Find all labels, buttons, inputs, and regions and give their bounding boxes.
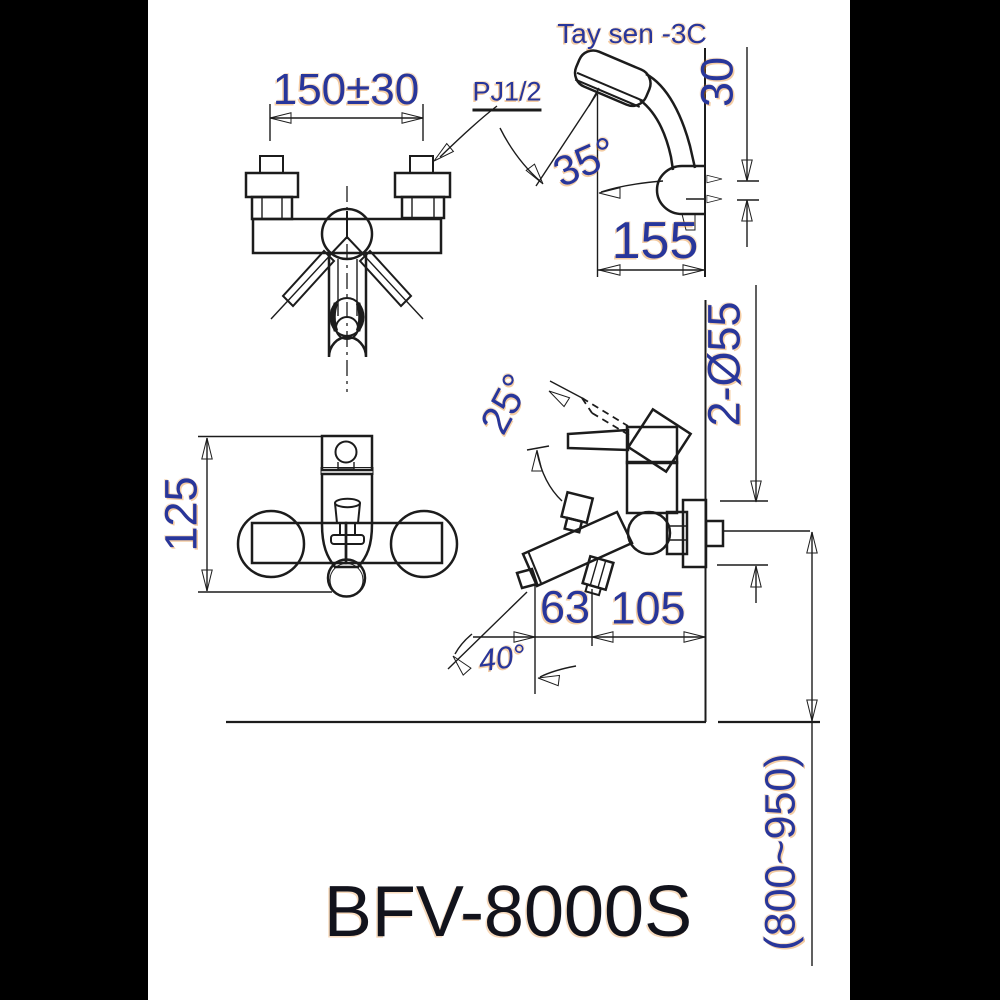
paper-area [148, 0, 850, 1000]
dim-spout-drop: 63 [539, 581, 591, 633]
side-view [226, 285, 820, 966]
top-view [244, 155, 452, 392]
dim-connection-centers: 150±30 [272, 65, 420, 114]
dim-spout-reach: 105 [610, 582, 686, 634]
dim-150-lines [269, 104, 424, 141]
dim-escutcheon-diameter: 2-Ø55 [698, 301, 750, 427]
hand-shower-view [499, 47, 759, 277]
hand-shower-label: Tay sen -3C [557, 18, 707, 49]
dim-shower-projection: 155 [611, 212, 699, 270]
model-title: BFV-8000S [323, 872, 693, 952]
dim-spout-swivel-angle: 40° [476, 637, 528, 679]
dim-holder-offset: 30 [691, 56, 743, 108]
dim-mounting-height: (800~950) [756, 753, 805, 951]
pj-leader [430, 105, 498, 166]
thread-size-text: PJ1/2 [472, 76, 542, 112]
dim-body-height: 125 [155, 476, 207, 552]
thread-size-label: PJ1/2 [472, 76, 542, 112]
front-view [198, 434, 459, 598]
